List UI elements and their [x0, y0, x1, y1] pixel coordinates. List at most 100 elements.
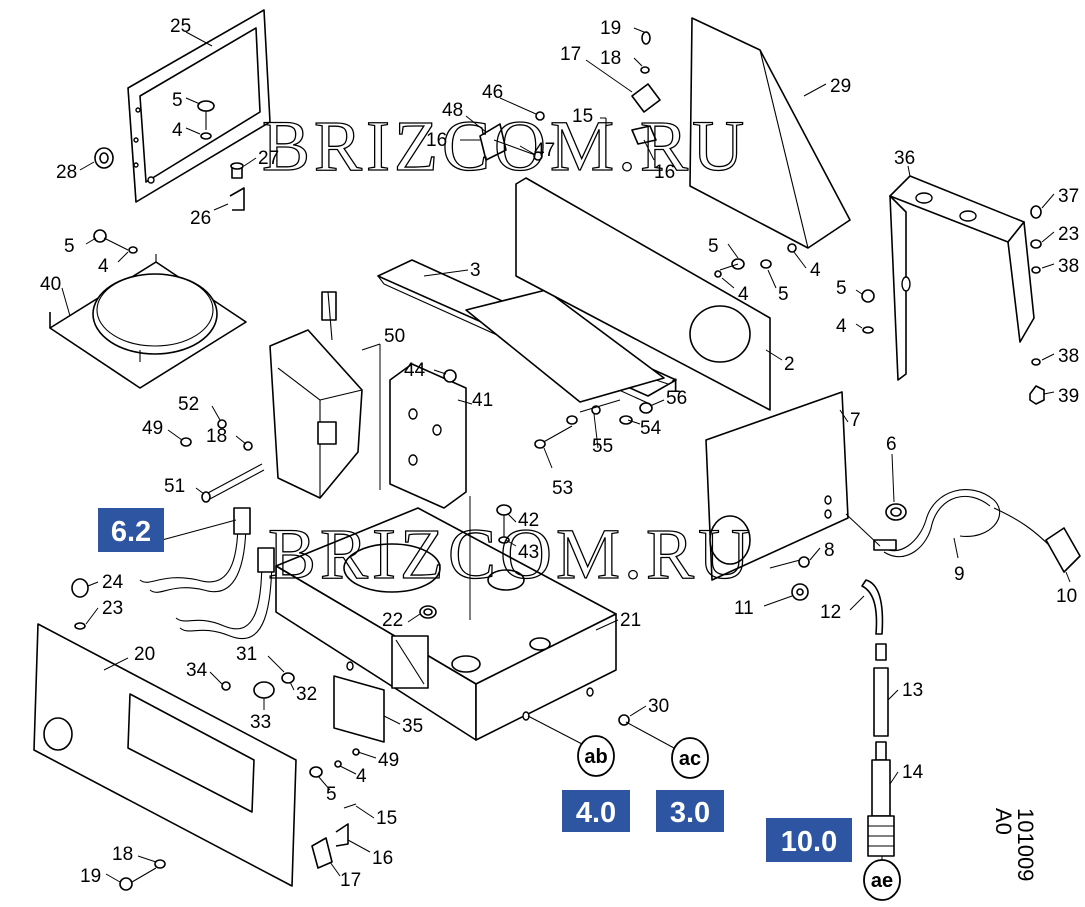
part-plug-30: [618, 714, 630, 726]
part-label-5-g: 5: [326, 784, 337, 805]
part-label-11: 11: [734, 598, 754, 619]
part-cover-35: [333, 675, 385, 743]
part-label-6: 6: [886, 434, 897, 455]
connection-marker-ab: ab: [577, 735, 615, 777]
part-label-37: 37: [1058, 186, 1079, 207]
document-code-revision: A0: [991, 808, 1016, 835]
part-label-16-c: 16: [372, 848, 393, 869]
part-electrode-54: [534, 399, 653, 449]
part-label-4-c: 4: [836, 316, 847, 337]
part-front-panel-20: [33, 623, 297, 887]
part-label-38: 38: [1058, 256, 1079, 277]
part-label-56: 56: [666, 388, 687, 409]
section-badge-6-2-text: 6.2: [111, 516, 151, 548]
part-screw-42: [496, 504, 512, 544]
part-label-4-g: 4: [356, 766, 367, 787]
part-cap-24: [71, 578, 89, 630]
section-badge-3-0-text: 3.0: [670, 797, 710, 829]
part-label-2: 2: [784, 354, 795, 375]
part-label-10: 10: [1056, 586, 1077, 607]
part-label-48: 48: [442, 100, 463, 121]
part-screws-panel-2: [714, 243, 797, 278]
part-screw-5-top: [197, 100, 215, 140]
part-cover-29: [689, 17, 851, 249]
part-label-8: 8: [824, 540, 835, 561]
part-screw-5-left: [93, 229, 138, 254]
part-label-46: 46: [482, 82, 503, 103]
part-bracket-41: [389, 363, 467, 509]
part-label-42: 42: [518, 510, 539, 531]
part-label-18: 18: [600, 48, 621, 69]
part-label-33: 33: [250, 712, 271, 733]
part-cable-9: [873, 489, 1081, 573]
part-label-5-e: 5: [708, 236, 719, 257]
part-label-5-c: 5: [836, 278, 847, 299]
part-label-20: 20: [134, 644, 155, 665]
part-label-15-b: 15: [376, 808, 397, 829]
part-label-29: 29: [830, 76, 851, 97]
part-label-31: 31: [236, 644, 257, 665]
part-label-55: 55: [592, 436, 613, 457]
part-number-labels: 25 5 4 28 27 26 46 48 16 47 19 18 17 15 …: [40, 16, 1079, 891]
part-clamp-16: [479, 111, 545, 161]
part-label-43: 43: [518, 542, 539, 563]
part-label-49: 49: [142, 418, 163, 439]
part-label-36: 36: [894, 148, 915, 169]
section-badge-10-0[interactable]: 10.0: [766, 818, 852, 862]
part-label-50: 50: [384, 326, 405, 347]
part-label-12: 12: [820, 602, 841, 623]
part-label-18-b: 18: [206, 426, 227, 447]
part-label-34: 34: [186, 660, 208, 681]
part-tray-1: [465, 289, 665, 403]
watermark-text-bottom: BRIZCOM.RU: [268, 514, 754, 594]
section-badge-3-0[interactable]: 3.0: [656, 790, 724, 832]
part-label-1: 1: [670, 376, 681, 397]
part-label-47: 47: [534, 140, 555, 161]
part-label-27: 27: [258, 148, 279, 169]
part-label-32: 32: [296, 684, 317, 705]
part-hose-12: [769, 556, 884, 635]
part-label-5-f: 5: [778, 284, 789, 305]
part-bracket-36: [889, 175, 1035, 381]
part-label-22: 22: [382, 610, 403, 631]
part-tube-13: [873, 643, 889, 737]
connection-marker-ac: ac: [671, 737, 709, 779]
part-label-25: 25: [170, 16, 191, 37]
section-badge-4-0-text: 4.0: [576, 797, 616, 829]
part-screw-51: [180, 419, 265, 503]
connection-markers: ab ac ae: [577, 735, 901, 901]
part-label-5-d: 5: [64, 236, 75, 257]
section-badge-4-0[interactable]: 4.0: [562, 790, 630, 832]
part-nozzle-14: [867, 741, 895, 857]
part-label-24: 24: [102, 572, 124, 593]
part-label-4-d: 4: [98, 256, 109, 277]
part-panel-2: [515, 177, 771, 411]
part-label-4-f: 4: [810, 260, 821, 281]
part-label-23-b: 23: [102, 598, 123, 619]
section-badge-10-0-text: 10.0: [781, 826, 837, 858]
part-drawing: [33, 9, 1081, 891]
part-transformer-50: [269, 291, 363, 499]
part-label-35: 35: [402, 716, 423, 737]
part-label-49-b: 49: [378, 750, 399, 771]
part-grommet-6: [885, 503, 907, 521]
part-gauge-33: [221, 672, 295, 699]
part-label-40: 40: [40, 274, 61, 295]
part-label-4: 4: [172, 120, 183, 141]
part-knob-28: [94, 147, 114, 169]
connection-marker-ab-text: ab: [584, 746, 607, 768]
part-label-26: 26: [190, 208, 211, 229]
part-label-28: 28: [56, 162, 77, 183]
part-side-panel-7: [705, 391, 849, 581]
part-label-41: 41: [472, 390, 493, 411]
part-screws-bottom: [309, 748, 360, 778]
part-latch-17-top: [605, 31, 661, 145]
part-latch-17-bottom: [119, 803, 357, 891]
part-fasteners-36: [861, 205, 1045, 405]
part-label-17: 17: [560, 44, 581, 65]
part-label-4-e: 4: [738, 284, 749, 305]
connection-marker-ae: ae: [863, 859, 901, 901]
part-label-30: 30: [648, 696, 669, 717]
section-badge-6-2[interactable]: 6.2: [98, 508, 164, 552]
part-grommet-22: [419, 605, 437, 619]
